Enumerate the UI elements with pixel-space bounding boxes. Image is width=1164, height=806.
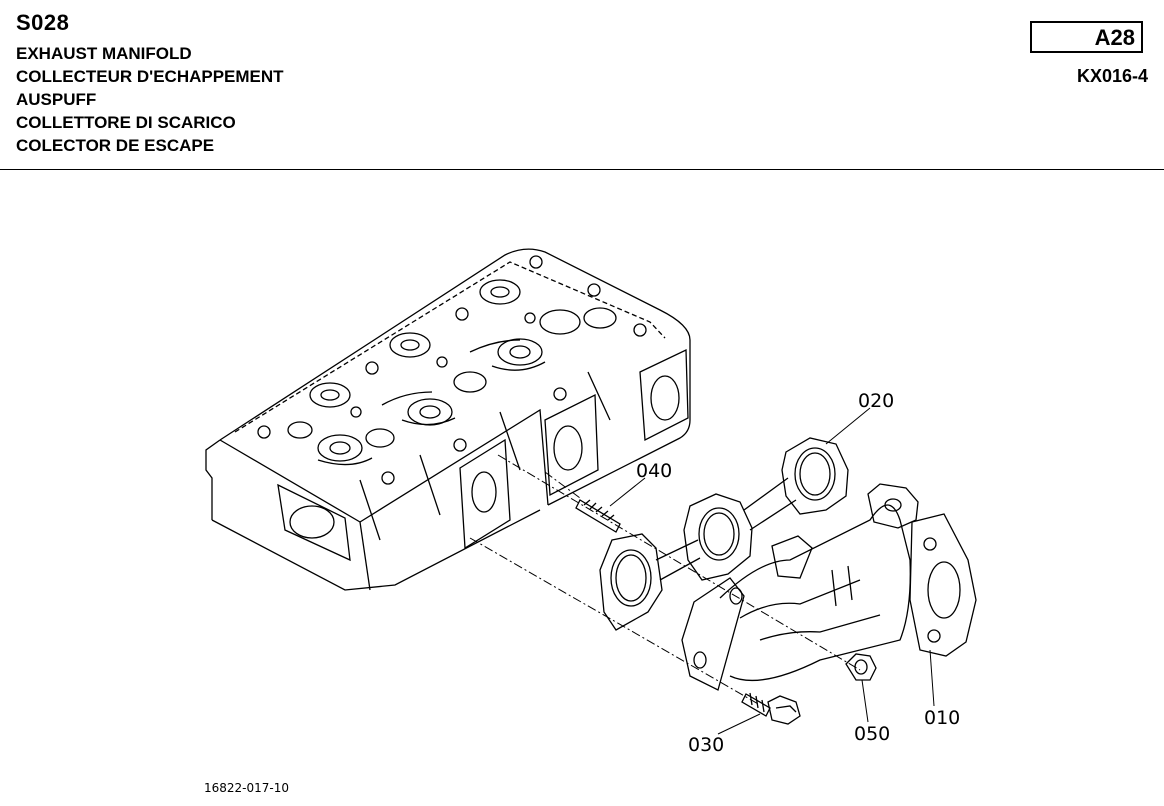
callout-030: 030 — [688, 734, 724, 756]
title-german: AUSPUFF — [16, 90, 97, 109]
callout-050: 050 — [854, 723, 890, 745]
cylinder-head-drawing — [205, 248, 691, 591]
leader-lines — [609, 407, 935, 735]
nut-050 — [845, 653, 877, 681]
callout-040: 040 — [636, 460, 672, 482]
title-english: EXHAUST MANIFOLD — [16, 44, 192, 63]
callout-010: 010 — [924, 707, 960, 729]
title-french: COLLECTEUR D'ECHAPPEMENT — [16, 67, 284, 86]
exploded-parts-diagram: 020 040 010 050 030 16822-017-10 — [204, 248, 977, 795]
header-divider — [0, 169, 1164, 170]
alignment-lines — [469, 454, 861, 706]
callout-020: 020 — [858, 390, 894, 412]
title-block: EXHAUST MANIFOLD COLLECTEUR D'ECHAPPEMEN… — [16, 42, 284, 157]
gasket-020 — [599, 437, 849, 631]
section-code: S028 — [16, 10, 70, 35]
model-number: KX016-4 — [1076, 66, 1148, 86]
title-italian: COLLETTORE DI SCARICO — [16, 113, 236, 132]
exhaust-manifold-010 — [681, 483, 977, 691]
title-spanish: COLECTOR DE ESCAPE — [16, 136, 215, 155]
bolt-030 — [741, 692, 801, 725]
stud-040 — [575, 499, 621, 533]
drawing-number: 16822-017-10 — [204, 781, 289, 795]
page-reference-box: A28 — [1030, 21, 1143, 53]
